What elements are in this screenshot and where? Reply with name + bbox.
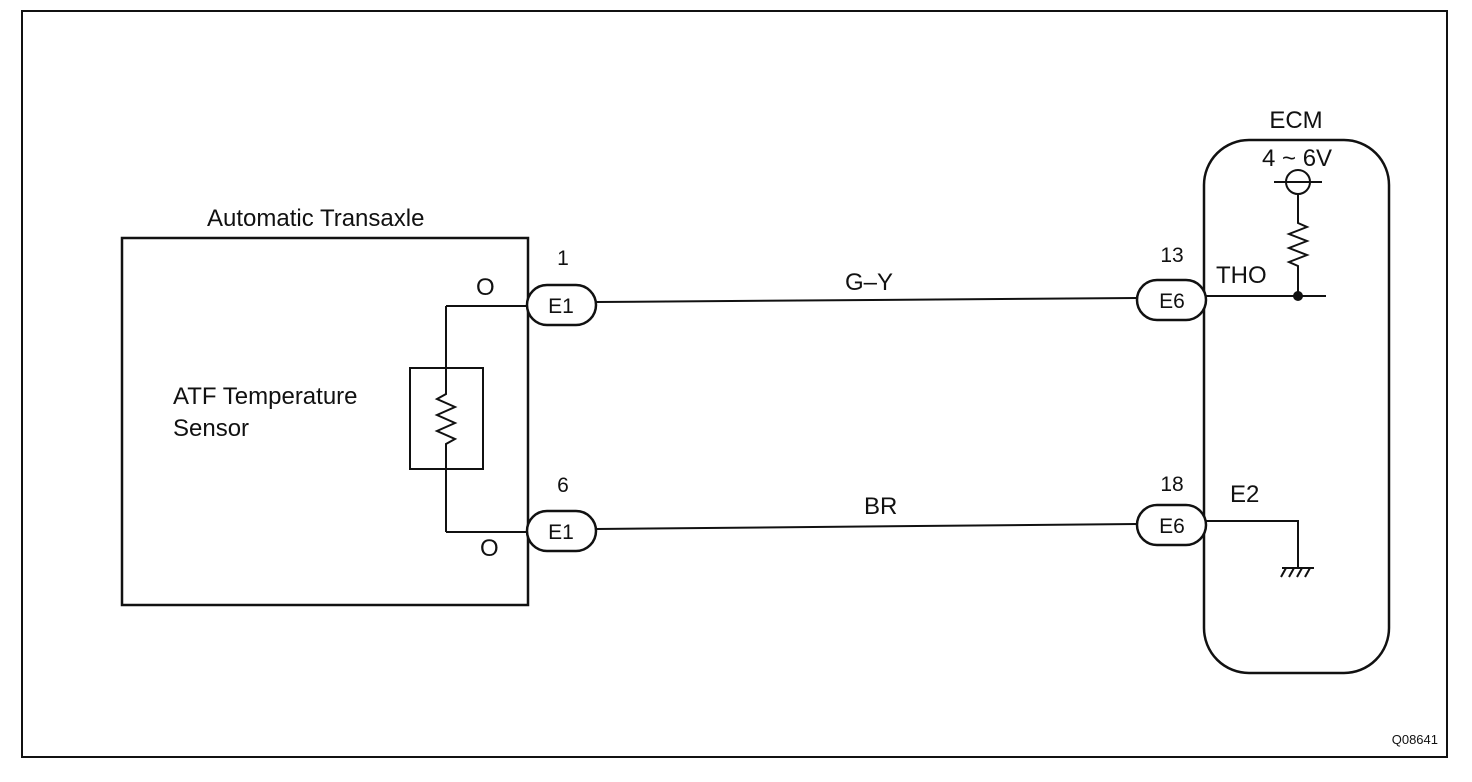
connector-e1-bottom-pin: 6 — [557, 474, 569, 497]
wire-br — [595, 523, 1138, 530]
ecm-voltage-label: 4 ~ 6V — [1262, 145, 1332, 172]
automatic-transaxle-box — [120, 236, 530, 607]
wire-color-bottom-sensor: O — [480, 535, 499, 562]
connector-e6-top-label: E6 — [1159, 290, 1185, 313]
connector-e1-bottom-label: E1 — [548, 521, 574, 544]
connector-e6-top-pin: 13 — [1160, 244, 1183, 267]
connector-e6-bottom-label: E6 — [1159, 515, 1185, 538]
wire-color-top-sensor: O — [476, 274, 495, 301]
connector-e6-top — [1135, 278, 1208, 322]
connector-e6-bottom — [1135, 503, 1208, 547]
sensor-name-line1: ATF Temperature — [173, 383, 358, 410]
connector-e1-top — [525, 283, 598, 327]
figure-code: Q08641 — [1392, 732, 1438, 747]
ecm-terminal-e2: E2 — [1230, 481, 1259, 508]
diagram-frame — [21, 10, 1448, 758]
connector-e1-bottom — [525, 509, 598, 553]
wire-g-y — [595, 297, 1138, 303]
pullup-resistor-icon — [1286, 194, 1310, 296]
automatic-transaxle-label: Automatic Transaxle — [207, 205, 424, 232]
ecm-box — [1202, 138, 1391, 675]
sensor-name-line2: Sensor — [173, 415, 249, 442]
wire-br-label: BR — [864, 493, 897, 520]
connector-e1-top-pin: 1 — [557, 247, 569, 270]
wire-g-y-label: G–Y — [845, 269, 893, 296]
connector-e1-top-label: E1 — [548, 295, 574, 318]
ground-icon — [1280, 567, 1314, 578]
e2-internal-wire — [1206, 520, 1299, 568]
connector-e6-bottom-pin: 18 — [1160, 473, 1183, 496]
atf-sensor-resistor-icon — [434, 306, 458, 532]
ecm-terminal-tho: THO — [1216, 262, 1267, 289]
ecm-label: ECM — [1269, 107, 1322, 134]
